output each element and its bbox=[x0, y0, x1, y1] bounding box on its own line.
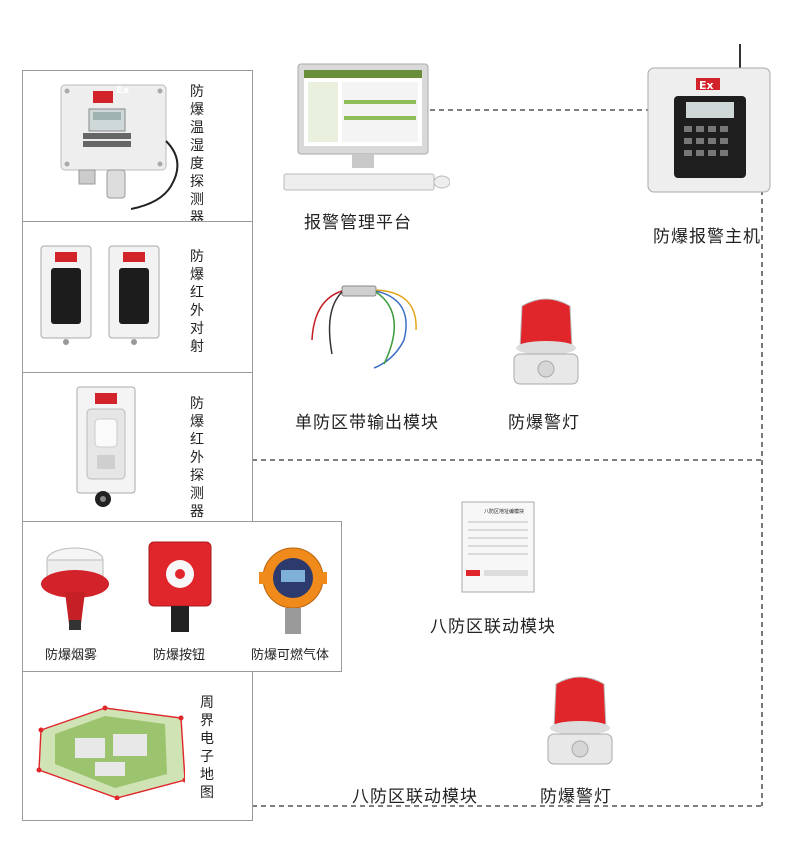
alarm-light-2-image bbox=[547, 676, 613, 765]
ir-beam-image bbox=[40, 245, 160, 345]
smoke-detector-image bbox=[41, 547, 109, 630]
panel-perimeter-map: 周界电子地图 bbox=[22, 671, 253, 821]
eight-module-1-label: 八防区联动模块 bbox=[430, 617, 556, 637]
eight-module-2-label: 八防区联动模块 bbox=[352, 787, 478, 807]
ex-mark-host: Ex bbox=[699, 79, 714, 92]
single-module-label: 单防区带输出模块 bbox=[295, 413, 439, 433]
alarm-light-1-image bbox=[513, 298, 579, 385]
alarm-light-2-label: 防爆警灯 bbox=[540, 787, 612, 807]
sensor-label-smoke: 防爆烟雾 bbox=[45, 648, 98, 663]
panel-5-label: 周界电子地图 bbox=[200, 695, 214, 801]
panel-2-label: 防爆红外对射 bbox=[190, 249, 204, 355]
alarm-button-image bbox=[148, 541, 212, 632]
alarm-light-1-label: 防爆警灯 bbox=[508, 413, 580, 433]
gas-detector-image bbox=[259, 547, 327, 634]
alarm-host-image bbox=[647, 44, 771, 193]
panel-3-label: 防爆红外探测器 bbox=[190, 396, 204, 520]
ex-mark-1: Ex bbox=[116, 85, 130, 96]
panel-ir-detector: 防爆红外探测器 bbox=[22, 372, 253, 522]
single-zone-module-image bbox=[311, 285, 417, 369]
panel-sensors: 防爆烟雾 防爆按钮 防爆可燃气体 bbox=[22, 521, 342, 672]
temp-humidity-detector-image bbox=[60, 84, 179, 210]
sensor-label-button: 防爆按钮 bbox=[153, 648, 206, 663]
panel-ir-beam: 防爆红外对射 bbox=[22, 221, 253, 373]
ir-detector-image bbox=[76, 386, 136, 507]
platform-label: 报警管理平台 bbox=[304, 213, 412, 233]
module-panel-title: 八防区地址编模块 bbox=[484, 509, 525, 515]
computer-image bbox=[283, 63, 450, 191]
eight-zone-module-image bbox=[461, 501, 535, 593]
host-label: 防爆报警主机 bbox=[653, 227, 761, 247]
panel-1-label: 防爆温湿度探测器 bbox=[190, 84, 204, 226]
panel-temp-humidity: 防爆温湿度探测器 Ex bbox=[22, 70, 253, 226]
perimeter-map-image bbox=[36, 705, 185, 800]
sensor-label-gas: 防爆可燃气体 bbox=[251, 648, 330, 663]
